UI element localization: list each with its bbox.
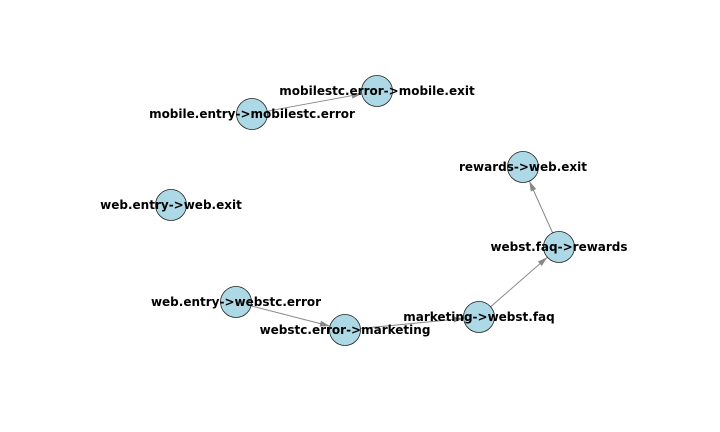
node-circle bbox=[463, 301, 495, 333]
node-label: mobile.entry->mobilestc.error bbox=[149, 107, 355, 121]
nodes-layer bbox=[155, 75, 575, 346]
node-label: webst.faq->rewards bbox=[490, 240, 627, 254]
node-circle bbox=[329, 314, 361, 346]
node-label: webstc.error->marketing bbox=[260, 323, 431, 337]
node-label: marketing->webst.faq bbox=[403, 310, 555, 324]
node-label: web.entry->webstc.error bbox=[151, 295, 321, 309]
edge-n2-n1 bbox=[267, 93, 362, 112]
labels-layer: mobilestc.error->mobile.exit mobile.entry… bbox=[100, 84, 627, 337]
node-label: rewards->web.exit bbox=[459, 160, 587, 174]
edge-n7-n5 bbox=[490, 256, 548, 308]
node-circle bbox=[361, 75, 393, 107]
edge-arrowhead bbox=[529, 181, 537, 192]
edge-arrowhead bbox=[351, 92, 362, 99]
edges-layer bbox=[250, 92, 554, 330]
edge-n6-n8 bbox=[250, 305, 331, 327]
node-circle bbox=[155, 189, 187, 221]
node-circle bbox=[543, 231, 575, 263]
node-label: mobilestc.error->mobile.exit bbox=[279, 84, 475, 98]
node-label: web.entry->web.exit bbox=[100, 198, 242, 212]
edge-n8-n7 bbox=[360, 317, 464, 330]
node-circle bbox=[236, 98, 268, 130]
edge-arrowhead bbox=[453, 316, 464, 323]
node-circle bbox=[507, 151, 539, 183]
edge-arrowhead bbox=[537, 257, 548, 267]
edge-arrowhead bbox=[319, 320, 330, 327]
node-circle bbox=[220, 286, 252, 318]
